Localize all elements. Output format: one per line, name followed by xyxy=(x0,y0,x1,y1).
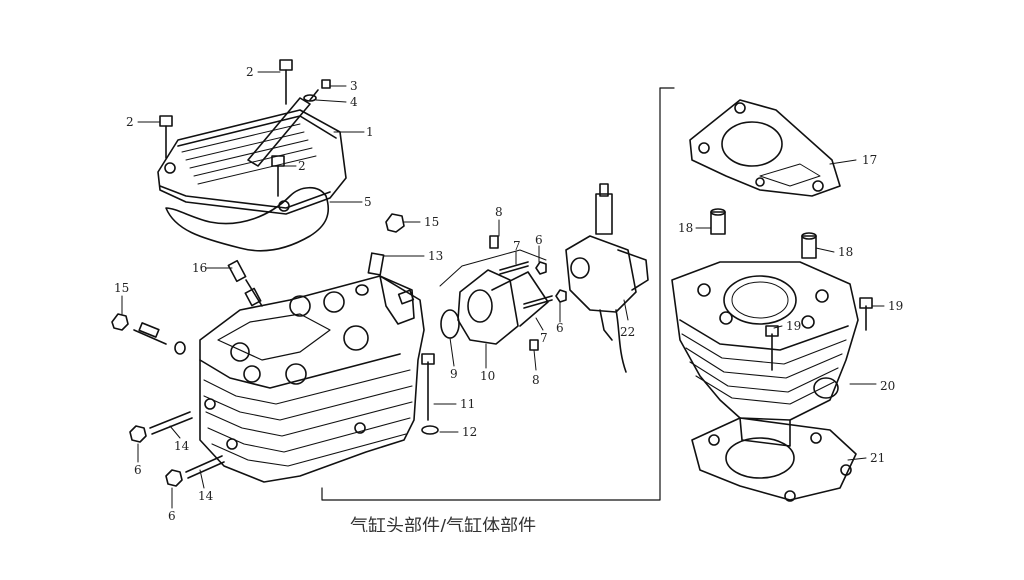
callout-15: 15 xyxy=(114,281,129,295)
cylinder-head-gasket xyxy=(689,99,841,197)
callout-9: 9 xyxy=(450,367,458,381)
callout-14: 14 xyxy=(198,489,214,503)
callout-13: 13 xyxy=(428,249,443,263)
callout-10: 10 xyxy=(480,369,495,383)
carburetor xyxy=(565,183,649,373)
cover-bolts xyxy=(159,59,331,197)
callout-5: 5 xyxy=(364,195,372,209)
diagram-caption: 气缸头部件/气缸体部件 xyxy=(350,516,537,532)
callout-18: 18 xyxy=(838,245,853,259)
callout-3: 3 xyxy=(350,79,358,93)
callout-18: 18 xyxy=(678,221,693,235)
head-cover-gasket xyxy=(165,186,330,252)
callout-6: 6 xyxy=(535,233,543,247)
cylinder-head xyxy=(199,275,425,483)
callout-6: 6 xyxy=(134,463,142,477)
head-nuts-and-studs xyxy=(111,213,439,487)
callout-12: 12 xyxy=(462,425,477,439)
callout-2: 2 xyxy=(246,65,254,79)
callout-22: 22 xyxy=(620,325,635,339)
cylinder-block xyxy=(671,261,873,447)
callout-1: 1 xyxy=(366,125,374,139)
cylinder-base-gasket xyxy=(691,417,857,502)
callout-2: 2 xyxy=(298,159,306,173)
callout-8: 8 xyxy=(532,373,540,387)
leader-lines xyxy=(121,71,885,509)
callout-7: 7 xyxy=(513,239,521,253)
callout-labels: 2 3 4 2 1 2 5 15 13 16 15 8 7 6 6 7 9 10… xyxy=(114,65,903,523)
callout-6: 6 xyxy=(168,509,176,523)
callout-21: 21 xyxy=(870,451,885,465)
callout-8: 8 xyxy=(495,205,503,219)
dowel-pins xyxy=(710,208,817,259)
spark-plug xyxy=(227,259,263,307)
callout-19: 19 xyxy=(888,299,903,313)
callout-19: 19 xyxy=(786,319,801,333)
callout-15: 15 xyxy=(424,215,439,229)
callout-16: 16 xyxy=(192,261,207,275)
callout-4: 4 xyxy=(350,95,358,109)
callout-20: 20 xyxy=(880,379,895,393)
intake-manifold xyxy=(439,235,567,351)
callout-6: 6 xyxy=(556,321,564,335)
callout-14: 14 xyxy=(174,439,190,453)
callout-17: 17 xyxy=(862,153,877,167)
group-bracket-lines xyxy=(321,87,675,501)
cylinder-head-cover xyxy=(157,97,347,215)
callout-7: 7 xyxy=(540,331,548,345)
callout-2: 2 xyxy=(126,115,134,129)
callout-11: 11 xyxy=(460,397,475,411)
